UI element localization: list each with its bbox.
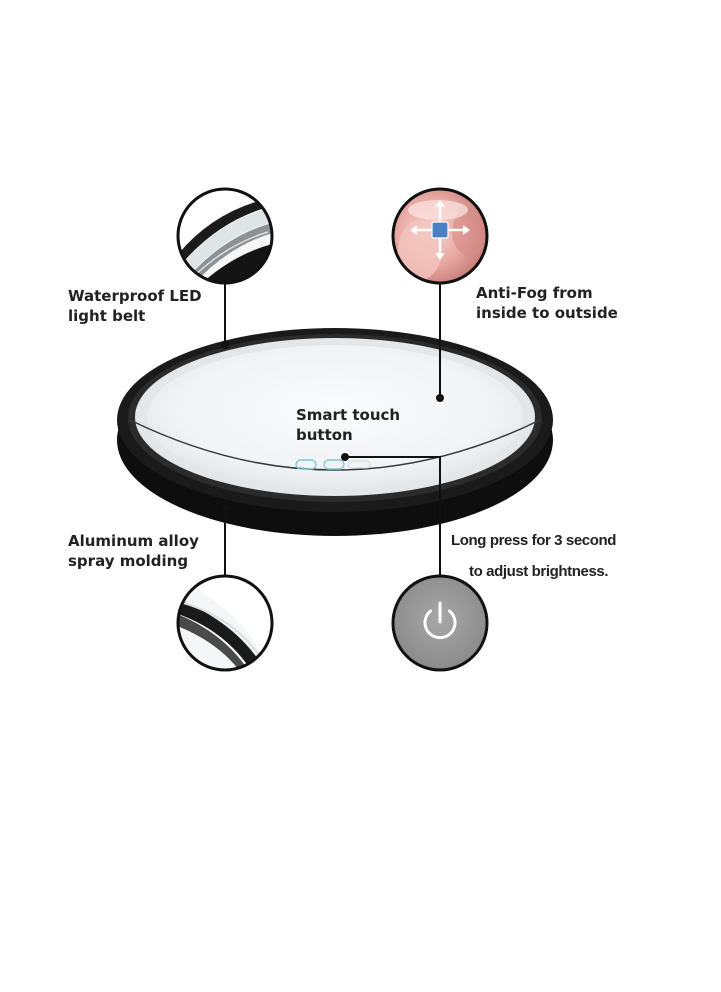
zoom-aluminum-frame bbox=[176, 574, 274, 672]
zoom-power-button bbox=[391, 574, 489, 672]
label-aluminum-alloy: Aluminum alloy spray molding bbox=[68, 531, 199, 571]
mirror-glass bbox=[147, 345, 523, 489]
line-touch bbox=[346, 456, 441, 576]
power-icon bbox=[423, 601, 457, 640]
label-long-press: Long press for 3 second bbox=[451, 531, 616, 551]
label-antifog-line1: Anti-Fog from bbox=[476, 284, 593, 302]
dot-touch bbox=[341, 453, 349, 461]
label-aluminum-line1: Aluminum alloy bbox=[68, 532, 199, 550]
callout-lines bbox=[224, 283, 441, 576]
callout-dots bbox=[221, 341, 444, 512]
label-waterproof-led: Waterproof LED light belt bbox=[68, 286, 202, 326]
defog-arrows-icon bbox=[410, 200, 470, 260]
dot-aluminum bbox=[221, 504, 229, 512]
label-anti-fog: Anti-Fog from inside to outside bbox=[476, 283, 618, 323]
label-waterproof-line2: light belt bbox=[68, 307, 146, 325]
label-touch-line1: Smart touch bbox=[296, 406, 401, 424]
label-longpress-line2: to adjust brightness. bbox=[469, 563, 609, 580]
touch-buttons bbox=[295, 459, 371, 470]
label-long-press-2: to adjust brightness. bbox=[469, 562, 609, 582]
touch-icon-light bbox=[295, 459, 317, 470]
label-aluminum-line2: spray molding bbox=[68, 552, 189, 570]
zoom-anti-fog bbox=[391, 187, 489, 285]
touch-icon-defog bbox=[323, 459, 345, 470]
zoom-led-belt bbox=[176, 187, 274, 285]
label-touch-line2: button bbox=[296, 426, 353, 444]
round-mirror bbox=[117, 328, 553, 536]
label-antifog-line2: inside to outside bbox=[476, 304, 618, 322]
dot-antifog bbox=[436, 394, 444, 402]
dot-waterproof bbox=[221, 341, 229, 349]
touch-icon-extra bbox=[347, 460, 371, 469]
label-waterproof-line1: Waterproof LED bbox=[68, 287, 202, 305]
label-smart-touch: Smart touch button bbox=[296, 405, 400, 445]
label-longpress-line1: Long press for 3 second bbox=[451, 532, 616, 549]
